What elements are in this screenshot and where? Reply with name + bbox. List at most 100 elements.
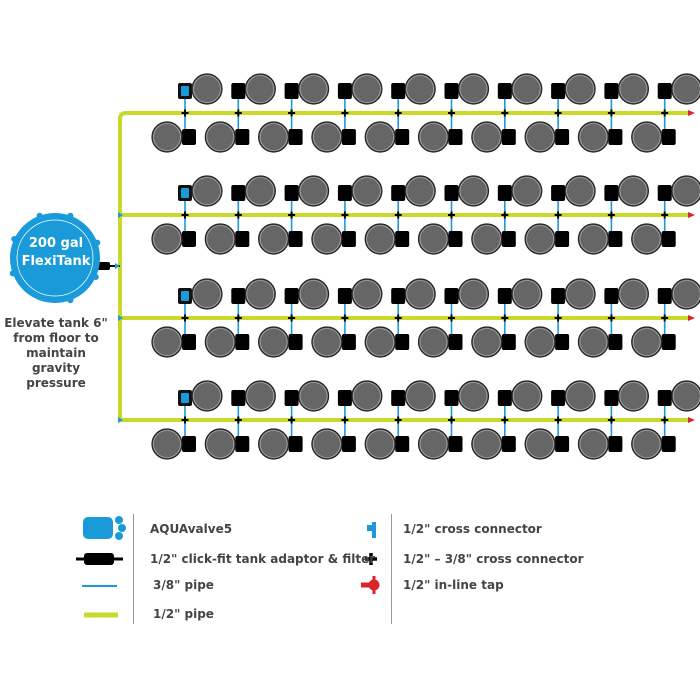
plant-pot (311, 326, 343, 358)
plant-pot-rim (206, 430, 235, 458)
reducing-cross-connector-icon (181, 314, 189, 322)
plant-pot-rim (512, 280, 541, 308)
valve-box (497, 83, 512, 99)
valve-box (444, 390, 459, 406)
tank-tab (92, 274, 99, 281)
valve-box (337, 288, 352, 304)
valve-box (604, 390, 619, 406)
valve-box (235, 129, 250, 145)
reducing-cross-connector-icon (607, 109, 615, 117)
legend-divider (391, 514, 392, 624)
valve-box (555, 436, 570, 452)
valve-box (444, 185, 459, 201)
plant-pot-rim (419, 328, 448, 356)
plant-pot (298, 278, 330, 310)
reducing-cross-connector-icon (394, 109, 402, 117)
valve-box (661, 129, 676, 145)
plant-pot-rim (419, 225, 448, 253)
reducing-cross-connector-icon (501, 211, 509, 219)
plant-pot (364, 121, 396, 153)
plant-pot (671, 175, 700, 207)
tank-tab (67, 212, 74, 219)
plant-pot-rim (619, 280, 648, 308)
plant-pot (471, 428, 503, 460)
valve-box (501, 231, 516, 247)
plant-pot-rim (259, 430, 288, 458)
plant-pot (311, 121, 343, 153)
plant-pot-rim (353, 75, 381, 103)
reducing-cross-connector-icon (288, 211, 296, 219)
plant-pot (311, 223, 343, 255)
plant-pot-rim (419, 123, 448, 151)
reducing-cross-connector-icon (448, 314, 455, 322)
valve-box (182, 334, 196, 350)
plant-pot-rim (313, 123, 341, 151)
valve-box (284, 288, 299, 304)
valve-box (448, 436, 463, 452)
aquavalve-icon (181, 291, 189, 301)
plant-pot (511, 73, 543, 105)
plant-pot (457, 175, 490, 207)
plant-pot-rim (632, 430, 661, 458)
tank-elevation-note: Elevate tank 6" from floor to maintain g… (0, 316, 112, 391)
valve-box (444, 288, 459, 304)
valve-box (231, 185, 246, 201)
plant-pot (311, 428, 343, 460)
legend-divider (133, 514, 134, 624)
plant-pot (364, 326, 396, 358)
aquavalve-icon-lobe (115, 532, 123, 540)
valve-box (444, 83, 459, 99)
valve-box (608, 129, 623, 145)
valve-box (288, 436, 303, 452)
plant-pot (457, 278, 490, 310)
cross-connector-icon (367, 522, 376, 538)
plant-pot-rim (406, 177, 435, 205)
reducing-cross-connector-icon (181, 211, 189, 219)
valve-box (448, 231, 463, 247)
valve-box (448, 334, 463, 350)
legend-label-cross-connector: 1/2" cross connector (403, 522, 542, 536)
valve-box (182, 129, 196, 145)
plant-pot (404, 278, 436, 310)
plant-pot (564, 278, 596, 310)
valve-box (501, 334, 516, 350)
plant-pot-rim (206, 123, 235, 151)
inline-tap-icon (688, 212, 695, 218)
plant-pot-rim (313, 225, 341, 253)
plant-pot-rim (526, 430, 554, 458)
reducing-cross-connector-icon (234, 416, 242, 424)
valve-box (551, 390, 566, 406)
tank-tab (11, 235, 18, 242)
plant-pot (564, 175, 596, 207)
plant-pot-rim (246, 382, 275, 410)
valve-box (391, 83, 406, 99)
valve-box (182, 231, 196, 247)
plant-pot-rim (299, 75, 328, 103)
valve-box (231, 83, 246, 99)
plant-pot-rim (313, 328, 341, 356)
valve-box (497, 288, 512, 304)
plant-pot (617, 73, 650, 105)
valve-box (337, 83, 352, 99)
valve-box (391, 288, 406, 304)
legend-label-1-2-pipe: 1/2" pipe (153, 607, 214, 621)
reducing-cross-connector-icon (607, 416, 615, 424)
plant-pot-rim (406, 280, 435, 308)
plant-pot (564, 380, 596, 412)
reducing-cross-connector-icon (394, 416, 402, 424)
plant-pot (404, 380, 436, 412)
tank-tab (94, 239, 101, 246)
valve-box (551, 83, 566, 99)
plant-pot (471, 121, 503, 153)
plant-pot-rim (619, 75, 648, 103)
valve-box (555, 231, 570, 247)
plant-pot (351, 278, 383, 310)
aquavalve-icon-lobe (118, 524, 126, 532)
note-line: pressure (26, 376, 86, 390)
plant-pot-rim (153, 328, 181, 356)
cross-connector-icon (118, 417, 123, 423)
valve-box (395, 436, 410, 452)
flexitank-inner-ring (16, 219, 94, 297)
plant-pot-rim (406, 382, 435, 410)
plant-pot-rim (353, 177, 381, 205)
